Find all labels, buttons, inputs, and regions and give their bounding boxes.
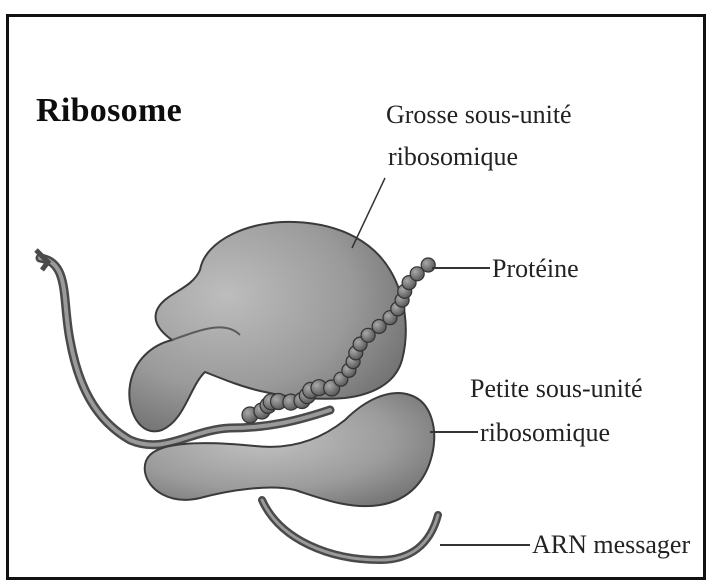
label-protein: Protéine [492, 252, 579, 286]
label-large-subunit-line1: Grosse sous-unité [386, 98, 572, 132]
leader-large-subunit [352, 178, 385, 248]
label-large-subunit-line2: ribosomique [388, 140, 518, 174]
label-small-subunit-line2: ribosomique [480, 416, 610, 450]
diagram-title: Ribosome [36, 92, 182, 130]
protein-bead [421, 258, 435, 272]
label-mrna: ARN messager [532, 528, 690, 562]
label-small-subunit-line1: Petite sous-unité [470, 372, 643, 406]
